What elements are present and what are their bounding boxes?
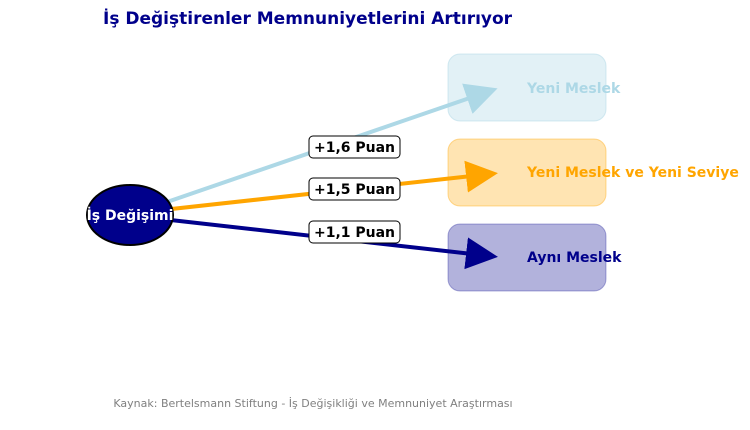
- gain-label-new-occupation: +1,6 Puan: [308, 135, 401, 159]
- svg-text:+1,5 Puan: +1,5 Puan: [314, 182, 395, 198]
- source-note: Kaynak: Bertelsmann Stiftung - İş Değişi…: [113, 397, 512, 410]
- center-label: İş Değişimi: [87, 207, 174, 224]
- target-label-new-occupation-level: Yeni Meslek ve Yeni Seviye: [526, 165, 739, 181]
- gain-label-new-occupation-level: +1,5 Puan: [308, 177, 401, 201]
- gain-label-same-occupation: +1,1 Puan: [308, 220, 401, 244]
- diagram-title: İş Değiştirenler Memnuniyetlerini Artırı…: [103, 7, 513, 29]
- svg-text:+1,1 Puan: +1,1 Puan: [314, 225, 395, 241]
- target-label-new-occupation: Yeni Meslek: [526, 81, 621, 97]
- svg-text:+1,6 Puan: +1,6 Puan: [314, 140, 395, 156]
- center-node: [86, 184, 174, 246]
- target-label-same-occupation: Aynı Meslek: [527, 250, 622, 266]
